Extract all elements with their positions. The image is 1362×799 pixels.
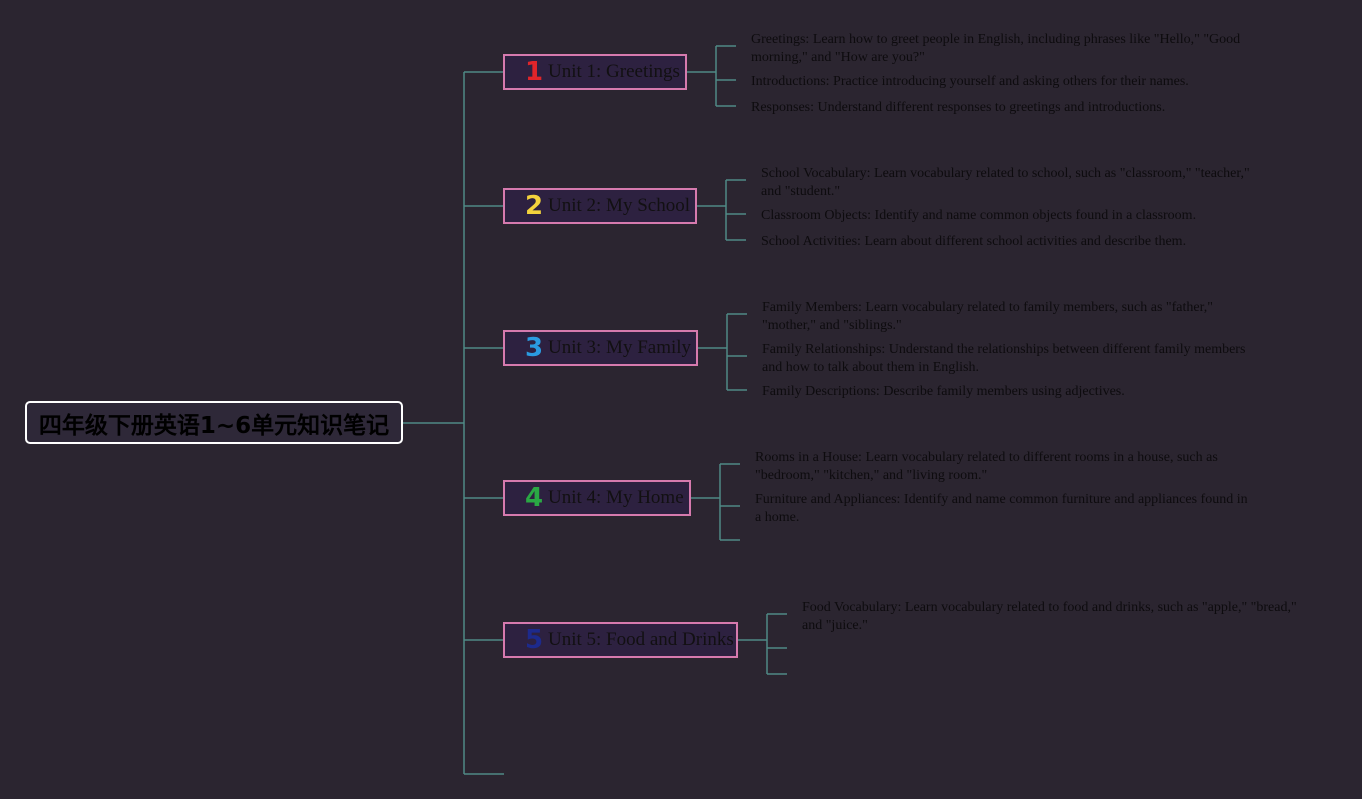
note-item: Responses: Understand different response… [751, 100, 1166, 115]
unit-label: Unit 2: My School [548, 195, 690, 216]
note-item: School Activities: Learn about different… [761, 234, 1187, 249]
note-item: Classroom Objects: Identify and name com… [761, 208, 1197, 223]
note-item: Furniture and Appliances: Identify and n… [755, 492, 1248, 525]
unit-label: Unit 4: My Home [548, 487, 684, 508]
number-4-icon: 4 [524, 483, 544, 513]
note-item: Family Members: Learn vocabulary related… [762, 300, 1213, 333]
note-item: Family Relationships: Understand the rel… [762, 342, 1246, 375]
number-1-icon: 1 [524, 57, 544, 87]
unit-node-2[interactable]: 2 Unit 2: My School [503, 188, 697, 224]
note-item: Rooms in a House: Learn vocabulary relat… [755, 450, 1218, 483]
note-item: Food Vocabulary: Learn vocabulary relate… [802, 600, 1297, 633]
number-3-icon: 3 [524, 333, 544, 363]
unit-label: Unit 3: My Family [548, 337, 692, 358]
unit-node-4[interactable]: 4 Unit 4: My Home [503, 480, 691, 516]
unit-label: Unit 1: Greetings [548, 61, 680, 82]
root-node[interactable]: 四年级下册英语1~6单元知识笔记 [25, 401, 403, 444]
note-item: School Vocabulary: Learn vocabulary rela… [761, 166, 1250, 199]
unit-node-1[interactable]: 1 Unit 1: Greetings [503, 54, 687, 90]
note-item: Introductions: Practice introducing your… [751, 74, 1189, 89]
number-5-icon: 5 [524, 625, 544, 655]
note-item: Greetings: Learn how to greet people in … [751, 32, 1241, 65]
root-label: 四年级下册英语1~6单元知识笔记 [38, 412, 390, 439]
unit-label: Unit 5: Food and Drinks [548, 629, 734, 650]
unit-node-3[interactable]: 3 Unit 3: My Family [503, 330, 698, 366]
unit-node-5[interactable]: 5 Unit 5: Food and Drinks [503, 622, 738, 658]
number-2-icon: 2 [524, 191, 544, 221]
note-item: Family Descriptions: Describe family mem… [762, 384, 1125, 399]
